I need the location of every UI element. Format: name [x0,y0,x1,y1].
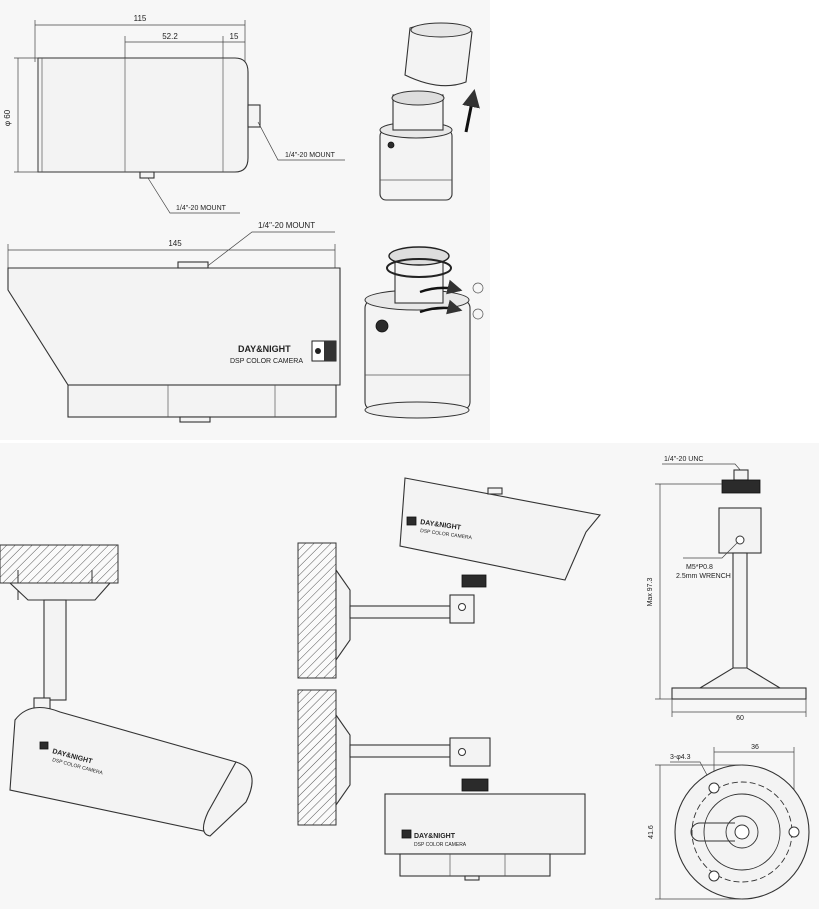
lens-cap-removal [379,22,480,201]
bracket-base-plan: 36 3-φ4.3 41.6 [648,744,810,900]
dim-length-145: 145 [168,239,182,248]
lens-focus-adjust [364,246,484,419]
label-screw: M5*P0.8 [686,564,713,571]
ceiling-mount-view: DAY&NIGHT DSP COLOR CAMERA [0,544,253,837]
label-hole-spec: 3-φ4.3 [670,754,691,761]
dim-section-52: 52.2 [162,32,178,41]
side-logo-line2: DSP COLOR CAMERA [230,358,303,365]
dim-width-115: 115 [134,14,147,23]
label-rear-mount: 1/4"-20 MOUNT [285,152,336,159]
dim-height: Max 97.3 [647,577,654,606]
camera-side-view: 145 1/4"-20 MOUNT DAY&NIGHT DSP COLOR CA… [7,221,341,423]
dim-offset-15: 15 [230,32,239,41]
label-thread: 1/4"-20 UNC [664,456,703,463]
camera-top-view: 115 52.2 15 φ 60 1/4"-20 MOUNT 1/4"-20 M… [3,14,345,214]
wall-mount-upper: DAY&NIGHT DSP COLOR CAMERA [297,477,602,679]
dim-base-width: 60 [736,715,744,722]
dim-base-depth: 41.6 [648,825,655,839]
side-logo-line1: DAY&NIGHT [238,344,291,354]
wall-logo-lower-line1: DAY&NIGHT [414,833,456,840]
wall-logo-lower-line2: DSP COLOR CAMERA [414,842,467,848]
label-wrench: 2.5mm WRENCH [676,573,731,580]
label-top-mount: 1/4"-20 MOUNT [258,221,315,230]
dim-hole-spacing: 36 [751,744,759,751]
dim-diameter-60: φ 60 [3,109,12,126]
bracket-side-detail: 1/4"-20 UNC M5*P0.8 2.5mm WRENCH Max 97.… [647,456,807,722]
label-bottom-mount: 1/4"-20 MOUNT [176,205,227,212]
up-arrow-icon [462,89,480,133]
wall-mount-lower: DAY&NIGHT DSP COLOR CAMERA [297,689,586,881]
